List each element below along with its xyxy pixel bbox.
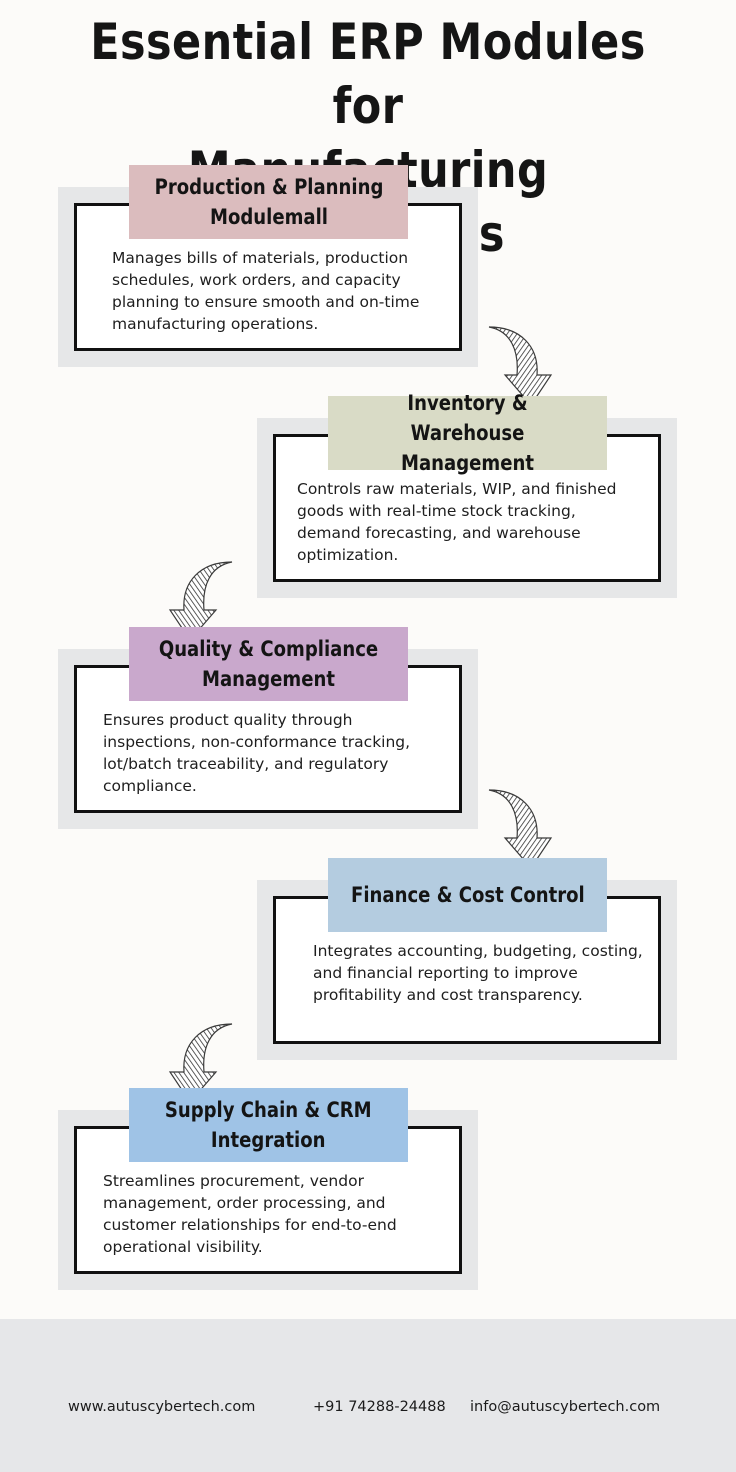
footer-phone[interactable]: +91 74288-24488 bbox=[313, 1399, 446, 1415]
curved-arrow-icon bbox=[488, 326, 553, 406]
module-title-line-1: Inventory & Warehouse bbox=[407, 391, 528, 445]
module-description: Manages bills of materials, production s… bbox=[112, 249, 420, 333]
module-title-line-1: Finance & Cost Control bbox=[350, 883, 585, 907]
curved-arrow-icon bbox=[488, 789, 553, 869]
module-title-line-2: Modulemall bbox=[209, 205, 328, 229]
module-description: Ensures product quality through inspecti… bbox=[103, 711, 411, 795]
module-description: Streamlines procurement, vendor manageme… bbox=[103, 1172, 397, 1256]
module-title-line-1: Supply Chain & CRM bbox=[165, 1098, 372, 1122]
module-description: Controls raw materials, WIP, and finishe… bbox=[297, 480, 617, 564]
module-title-line-1: Production & Planning bbox=[154, 175, 383, 199]
module-title-line-2: Integration bbox=[211, 1128, 326, 1152]
footer: www.autuscybertech.com +91 74288-24488 i… bbox=[0, 1319, 736, 1472]
page-title-line-1: Essential ERP Modules for bbox=[90, 13, 646, 135]
module-title-line-2: Management bbox=[401, 451, 534, 475]
module-header: Quality & Compliance Management bbox=[129, 627, 408, 701]
curved-arrow-icon bbox=[168, 1023, 233, 1103]
module-supply-chain-crm: Supply Chain & CRM Integration Streamlin… bbox=[58, 1088, 478, 1290]
module-finance-cost: Finance & Cost Control Integrates accoun… bbox=[257, 858, 677, 1060]
module-title-line-1: Quality & Compliance bbox=[158, 637, 379, 661]
footer-email-link[interactable]: info@autuscybertech.com bbox=[470, 1399, 661, 1415]
module-production-planning: Production & Planning Modulemall Manages… bbox=[58, 165, 478, 367]
module-header: Supply Chain & CRM Integration bbox=[129, 1088, 408, 1162]
module-header: Finance & Cost Control bbox=[328, 858, 607, 932]
footer-website-link[interactable]: www.autuscybertech.com bbox=[68, 1399, 256, 1415]
module-quality-compliance: Quality & Compliance Management Ensures … bbox=[58, 627, 478, 829]
module-description: Integrates accounting, budgeting, costin… bbox=[313, 942, 643, 1004]
module-title-line-2: Management bbox=[202, 667, 335, 691]
curved-arrow-icon bbox=[168, 561, 233, 641]
module-inventory-warehouse: Inventory & Warehouse Management Control… bbox=[257, 391, 677, 598]
module-header: Production & Planning Modulemall bbox=[129, 165, 408, 239]
module-header: Inventory & Warehouse Management bbox=[328, 391, 607, 475]
